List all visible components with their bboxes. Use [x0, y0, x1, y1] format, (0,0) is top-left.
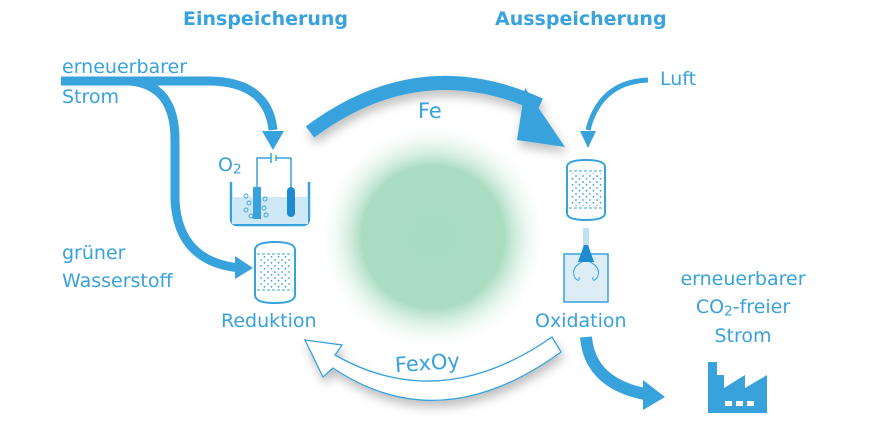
header-storage-in: Einspeicherung [183, 8, 349, 30]
output-label-line1: erneuerbarer [680, 268, 806, 290]
arrow-head-electrolysis [262, 131, 284, 150]
oxygen-symbol: O [218, 154, 233, 176]
iron-oxide-label: FexOy [394, 348, 461, 378]
reduction-label: Reduktion [221, 310, 317, 332]
co2-symbol: CO [695, 296, 725, 318]
electrolysis-cell [229, 153, 311, 227]
power-output-arrow [580, 336, 652, 401]
renewable-power-flow [61, 76, 278, 273]
arrow-head-reduction [235, 256, 253, 279]
air-arrow-head [580, 131, 596, 148]
oxidation-reactor [566, 158, 606, 222]
output-label-line2: CO2-freier [668, 296, 818, 324]
iron-label: Fe [418, 99, 442, 123]
co2-free-suffix: -freier [732, 296, 791, 318]
renewable-power-label-line1: erneuerbarer [62, 56, 188, 78]
air-label: Luft [660, 68, 697, 90]
oxygen-label: O2 [218, 154, 242, 182]
factory-icon [708, 362, 767, 413]
reduction-reactor [254, 240, 296, 305]
center-glow [318, 122, 548, 352]
green-hydrogen-label-line2: Wasserstoff [62, 270, 173, 292]
co2-subscript: 2 [724, 303, 733, 320]
green-hydrogen-label-line1: grüner [62, 242, 126, 264]
oxygen-subscript: 2 [232, 161, 242, 178]
renewable-power-label-line2: Strom [62, 86, 120, 108]
output-label-line3: Strom [714, 325, 772, 347]
air-flow-arrow [585, 77, 649, 131]
iron-oxide-return-arrow [303, 336, 562, 401]
power-output-arrow-head [643, 380, 665, 410]
header-storage-out: Ausspeicherung [495, 8, 667, 30]
oxidation-label: Oxidation [535, 310, 627, 332]
iron-flow-arrow [305, 75, 565, 147]
combustion-chamber [563, 228, 609, 303]
